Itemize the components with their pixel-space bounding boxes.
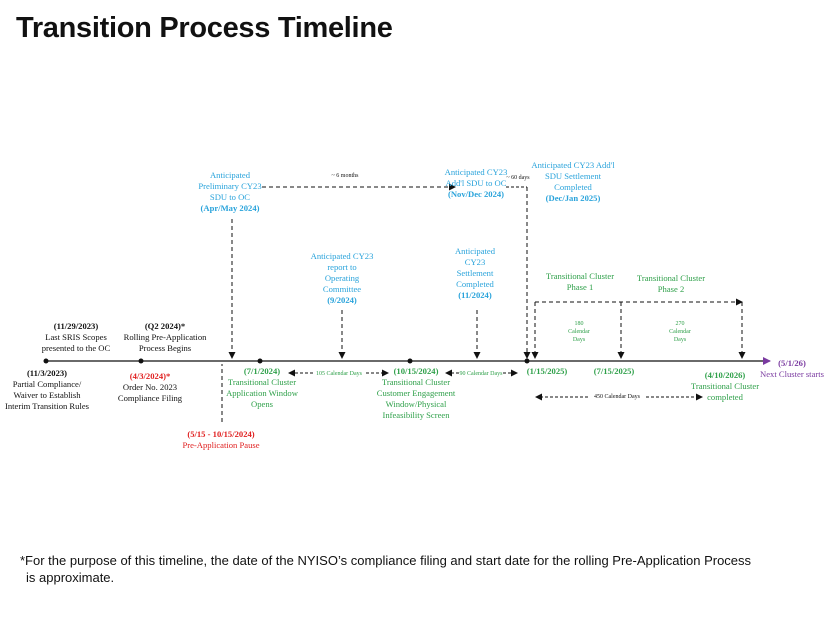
milestone-text: Next Cluster starts (760, 369, 824, 379)
footnote-line-2: is approximate. (26, 570, 115, 585)
milestone-text: Pre-Application Pause (182, 440, 260, 450)
milestone-q2-2024: (Q2 2024)* Rolling Pre-Application Proce… (124, 321, 207, 354)
days-90-label: 90 Calendar Days (459, 371, 503, 377)
milestone-text: Waiver to Establish (13, 390, 81, 400)
milestone-text: Completed (456, 279, 494, 289)
milestone-date: (Nov/Dec 2024) (447, 189, 505, 199)
days-450-label: 450 Calendar Days (594, 394, 640, 400)
phase-days-text: Calendar (669, 329, 691, 335)
milestone-text: Window/Physical (385, 399, 447, 409)
phase-days-text: Days (572, 337, 586, 343)
milestone-text: Partial Compliance/ (12, 379, 82, 389)
milestone-date: (Dec/Jan 2025) (545, 193, 601, 203)
milestone-text: Anticipated CY23 Add'l (531, 160, 615, 170)
milestone-text: report to (327, 262, 357, 272)
phase-1-days: 180 Calendar Days (568, 320, 590, 344)
milestone-text: Transitional Cluster (690, 381, 760, 391)
page-title: Transition Process Timeline (16, 12, 393, 44)
dot-11-3-2023 (43, 358, 49, 364)
milestone-text: Order No. 2023 (122, 382, 178, 392)
milestone-text: Rolling Pre-Application (123, 332, 207, 342)
milestone-addl-sdu: Anticipated CY23 Add'l SDU to OC (Nov/De… (445, 167, 508, 200)
milestone-text: Operating (324, 273, 360, 283)
phase-text: Phase 2 (657, 284, 685, 294)
milestone-date: (10/15/2024) (393, 366, 439, 376)
milestone-text: Infeasibility Screen (382, 410, 450, 420)
milestone-date: (11/3/2023) (26, 368, 68, 378)
phase-days-value: 180 (574, 321, 584, 327)
milestone-date: (5/15 - 10/15/2024) (187, 429, 255, 439)
milestone-report-oc: Anticipated CY23 report to Operating Com… (311, 251, 374, 306)
milestone-text: Customer Engagement (376, 388, 456, 398)
milestone-4-3-2024: (4/3/2024)* Order No. 2023 Compliance Fi… (118, 371, 182, 404)
milestone-date: (11/2024) (458, 290, 492, 300)
milestone-date: (4/3/2024)* (129, 371, 171, 381)
milestone-addl-settlement: Anticipated CY23 Add'l SDU Settlement Co… (531, 160, 614, 204)
milestone-text: Committee (322, 284, 362, 294)
days-105-label: 105 Calendar Days (316, 371, 362, 377)
phase-text: Transitional Cluster (636, 273, 706, 283)
milestone-1-15-2025: (1/15/2025) (526, 366, 568, 376)
milestone-text: Transitional Cluster (381, 377, 451, 387)
milestone-text: Anticipated CY23 (310, 251, 374, 261)
milestone-text: Anticipated CY23 (444, 167, 508, 177)
milestone-date: (5/1/26) (778, 358, 806, 368)
milestone-text: Process Begins (138, 343, 192, 353)
milestone-date: (11/29/2023) (53, 321, 99, 331)
phase-2-label: Transitional Cluster Phase 2 (637, 273, 705, 295)
timeline-dots (43, 358, 530, 364)
milestone-11-29-2023: (11/29/2023) Last SRIS Scopes presented … (42, 321, 111, 354)
milestone-date: (Q2 2024)* (144, 321, 186, 331)
milestone-text: SDU to OC (209, 192, 251, 202)
phase-days-text: Calendar (568, 329, 590, 335)
milestone-date: (Apr/May 2024) (200, 203, 260, 213)
milestone-text: Anticipated (209, 170, 251, 180)
milestone-5-1-26: (5/1/26) Next Cluster starts (760, 358, 824, 380)
footnote-line-1: *For the purpose of this timeline, the d… (20, 553, 752, 568)
milestone-text: Preliminary CY23 (198, 181, 262, 191)
milestone-text: Completed (554, 182, 592, 192)
milestone-text: completed (707, 392, 743, 402)
milestone-text: Settlement (456, 268, 494, 278)
milestone-text: Anticipated (454, 246, 496, 256)
milestone-text: Compliance Filing (117, 393, 183, 403)
milestone-text: Opens (251, 399, 273, 409)
milestone-11-3-2023: (11/3/2023) Partial Compliance/ Waiver t… (5, 368, 89, 412)
milestone-7-1-2024: (7/1/2024) Transitional Cluster Applicat… (226, 366, 298, 410)
milestone-text: Application Window (226, 388, 298, 398)
phase-1-label: Transitional Cluster Phase 1 (546, 271, 614, 293)
six-months-label: ~ 6 months (331, 173, 359, 179)
milestone-4-10-2026: (4/10/2026) Transitional Cluster complet… (691, 370, 759, 403)
milestone-date: (9/2024) (327, 295, 357, 305)
milestone-text: Transitional Cluster (227, 377, 297, 387)
milestone-date: (7/1/2024) (243, 366, 281, 376)
milestone-prelim-sdu: Anticipated Preliminary CY23 SDU to OC (… (198, 170, 261, 214)
phase-text: Transitional Cluster (545, 271, 615, 281)
milestone-10-15-2024: (10/15/2024) Transitional Cluster Custom… (377, 366, 456, 421)
milestone-pre-app-pause: (5/15 - 10/15/2024) Pre-Application Paus… (182, 429, 259, 451)
phase-text: Phase 1 (566, 282, 594, 292)
sixty-days-label: ~ 60 days (506, 175, 530, 181)
milestone-date: (4/10/2026) (704, 370, 746, 380)
milestone-7-15-2025: (7/15/2025) (593, 366, 635, 376)
phase-2-days: 270 Calendar Days (669, 320, 691, 344)
phase-days-value: 270 (675, 321, 685, 327)
dot-4-3-2024 (138, 358, 144, 364)
milestone-text: Last SRIS Scopes (45, 332, 107, 342)
phase-days-text: Days (673, 337, 687, 343)
dot-1-15-2025 (524, 358, 530, 364)
milestone-text: Add'l SDU to OC (445, 178, 507, 188)
dot-7-1-2024 (257, 358, 263, 364)
footnote: *For the purpose of this timeline, the d… (20, 552, 810, 586)
milestone-text: Interim Transition Rules (4, 401, 90, 411)
milestone-settlement-cy23: Anticipated CY23 Settlement Completed (1… (455, 246, 495, 301)
milestone-text: CY23 (464, 257, 486, 267)
milestone-text: presented to the OC (41, 343, 111, 353)
milestone-text: SDU Settlement (544, 171, 602, 181)
dot-10-15-2024 (407, 358, 413, 364)
